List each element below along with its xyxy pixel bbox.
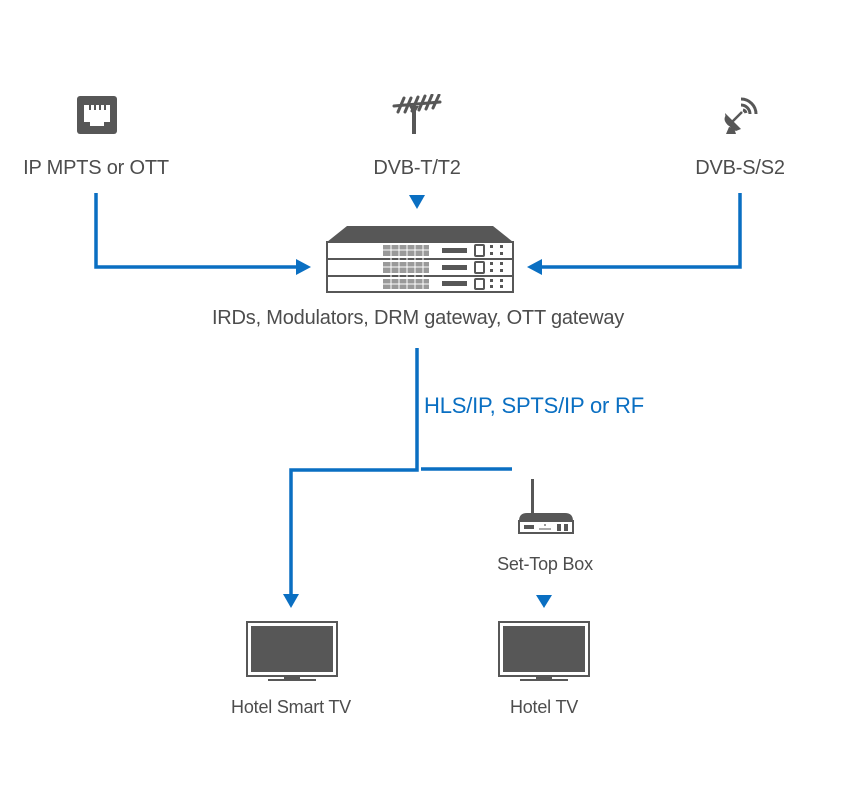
flow-line-sat-to-headend	[540, 193, 742, 269]
source-label-ip: IP MPTS or OTT	[23, 157, 169, 179]
endpoint-label-hotel-tv: Hotel TV	[509, 697, 579, 717]
tv-icon	[246, 621, 338, 681]
arrow-down-hotel-tv	[536, 595, 552, 608]
distribution-label: HLS/IP, SPTS/IP or RF	[424, 393, 644, 418]
arrow-down-dvbt	[409, 195, 425, 209]
ethernet-port-icon	[77, 96, 117, 134]
headend-label: IRDs, Modulators, DRM gateway, OTT gatew…	[211, 307, 625, 329]
arrow-right-into-headend	[296, 259, 311, 275]
arrow-left-into-headend	[527, 259, 542, 275]
source-label-dvbs: DVB-S/S2	[695, 157, 785, 179]
stb-label: Set-Top Box	[497, 554, 593, 574]
endpoint-label-smart-tv: Hotel Smart TV	[231, 697, 351, 717]
satellite-dish-icon	[724, 97, 758, 134]
antenna-icon	[392, 94, 442, 134]
tv-icon	[498, 621, 590, 681]
set-top-box-icon	[518, 479, 574, 534]
rack-equipment-icon	[326, 226, 514, 293]
arrow-down-smart-tv	[283, 594, 299, 608]
source-label-dvbt: DVB-T/T2	[373, 157, 461, 179]
flow-line-ip-to-headend	[94, 193, 298, 269]
flow-line-headend-to-branch	[289, 348, 419, 596]
